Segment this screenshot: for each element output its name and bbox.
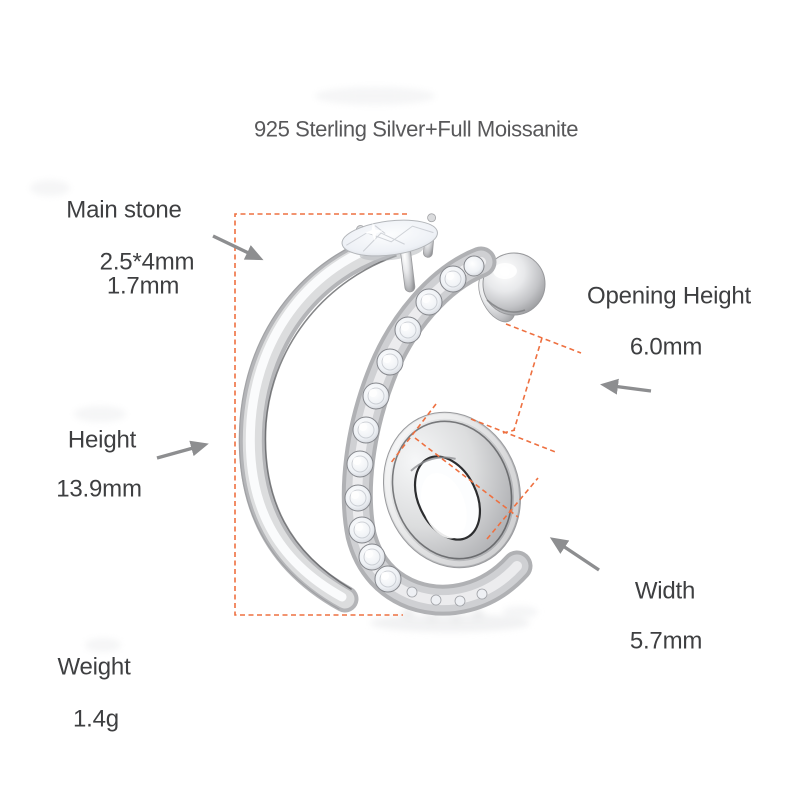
width-value: 5.7mm bbox=[629, 627, 703, 655]
width-arrow bbox=[549, 537, 600, 572]
height-value: 13.9mm bbox=[56, 475, 142, 503]
weight-value: 1.4g bbox=[73, 705, 119, 733]
outer-plain-band bbox=[238, 232, 400, 613]
height-arrow bbox=[156, 440, 209, 460]
product-reflection bbox=[370, 606, 538, 632]
height-label: Height bbox=[67, 426, 137, 454]
lower-hoop bbox=[382, 411, 522, 569]
height-bracket bbox=[234, 213, 407, 616]
opening-height-guides bbox=[470, 323, 582, 454]
opening-height-label: Opening Height bbox=[587, 282, 751, 310]
main-stone-label: Main stone bbox=[66, 196, 182, 224]
product-title: 925 Sterling Silver+Full Moissanite bbox=[253, 116, 579, 142]
width-label: Width bbox=[634, 577, 696, 605]
main-stone-thickness-value: 1.7mm bbox=[106, 272, 180, 300]
main-stone-size-value: 2.5*4mm bbox=[99, 248, 195, 276]
weight-label: Weight bbox=[57, 653, 131, 681]
main-stone bbox=[341, 213, 438, 293]
pave-stones bbox=[344, 255, 488, 607]
ear-cuff bbox=[238, 213, 546, 616]
main-stone-arrow bbox=[212, 234, 264, 261]
width-guides bbox=[389, 403, 539, 540]
opening-height-arrow bbox=[600, 378, 652, 395]
opening-height-value: 6.0mm bbox=[629, 333, 703, 361]
background-smudges bbox=[30, 87, 435, 652]
